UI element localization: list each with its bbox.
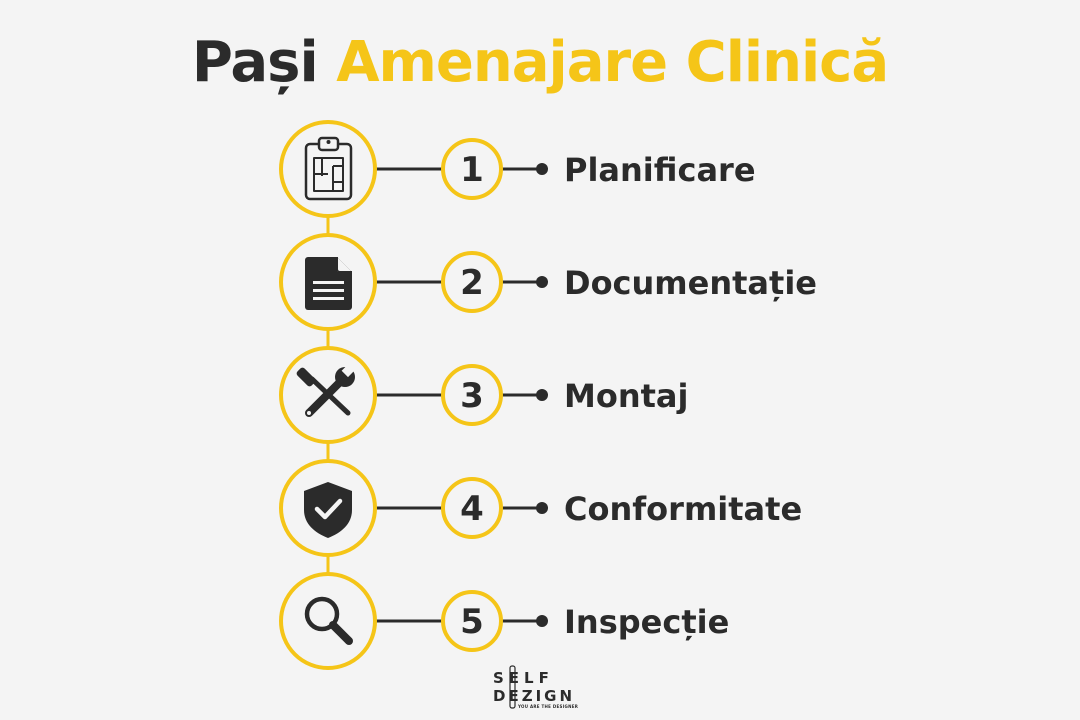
connector-dot bbox=[536, 502, 548, 514]
logo-line-1: SELF bbox=[493, 669, 554, 687]
magnifier-icon bbox=[304, 596, 353, 645]
step-number: 5 bbox=[460, 602, 484, 642]
logo-line-2: DEZIGN bbox=[493, 687, 575, 705]
icon-circle bbox=[279, 572, 377, 670]
connector-dot bbox=[536, 276, 548, 288]
page-title: Pași Amenajare Clinică bbox=[0, 28, 1080, 98]
step-2: 2 Documentație bbox=[279, 233, 817, 331]
logo-bar bbox=[509, 665, 516, 709]
connector-dot bbox=[536, 163, 548, 175]
tools-icon bbox=[296, 362, 356, 417]
shield-check-icon bbox=[304, 482, 352, 538]
brand-logo: SELF DEZIGN YOU ARE THE DESIGNER bbox=[493, 665, 578, 709]
step-4: 4 Conformitate bbox=[279, 459, 802, 557]
number-circle bbox=[441, 477, 503, 539]
step-label: Inspecție bbox=[564, 603, 729, 641]
connector-dot bbox=[536, 389, 548, 401]
connector-dot bbox=[536, 615, 548, 627]
number-circle bbox=[441, 364, 503, 426]
document-icon bbox=[305, 257, 352, 310]
step-number: 4 bbox=[460, 489, 484, 529]
step-number: 2 bbox=[460, 263, 484, 303]
icon-circle bbox=[279, 120, 377, 218]
step-1: 1 Planificare bbox=[279, 120, 756, 218]
step-3: 3 Montaj bbox=[279, 346, 688, 444]
logo-tagline: YOU ARE THE DESIGNER bbox=[517, 704, 578, 709]
number-circle bbox=[441, 590, 503, 652]
number-circle bbox=[441, 138, 503, 200]
step-label: Documentație bbox=[564, 264, 817, 302]
step-label: Planificare bbox=[564, 151, 756, 189]
title-part-accent: Amenajare Clinică bbox=[336, 30, 889, 95]
number-circle bbox=[441, 251, 503, 313]
step-number: 3 bbox=[460, 376, 484, 416]
title-part-dark: Pași bbox=[191, 30, 319, 95]
step-label: Conformitate bbox=[564, 490, 802, 528]
clipboard-floorplan-icon bbox=[304, 136, 353, 201]
step-number: 1 bbox=[460, 150, 484, 190]
step-label: Montaj bbox=[564, 377, 688, 415]
step-5: 5 Inspecție bbox=[279, 572, 729, 670]
